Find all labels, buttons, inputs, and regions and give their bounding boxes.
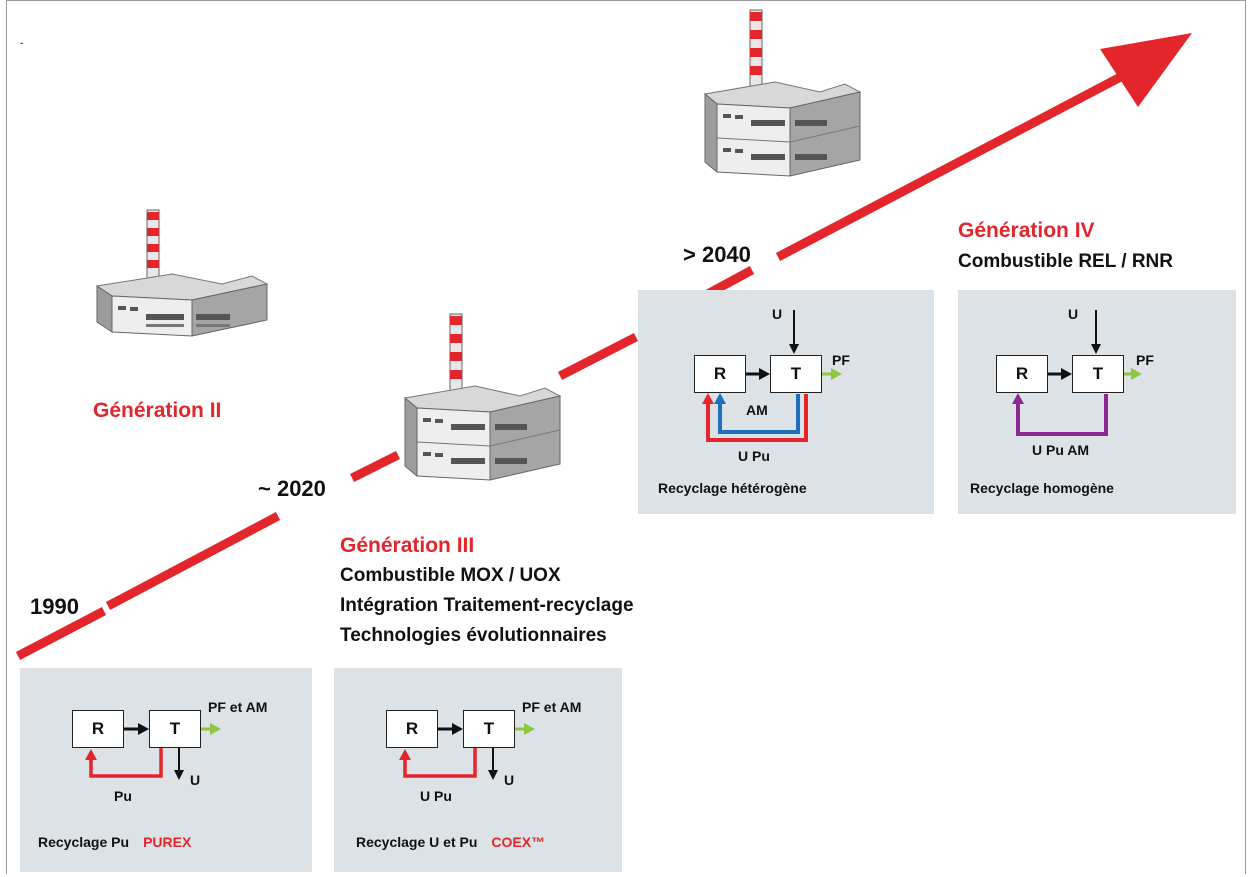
year-2020: ~ 2020 xyxy=(258,476,326,501)
year-2040: > 2040 xyxy=(683,242,751,267)
factory-icon xyxy=(704,9,861,177)
panel-caption: Recyclage U et Pu COEX™ xyxy=(356,834,545,850)
factory-icon xyxy=(404,313,561,481)
diagram-frame xyxy=(6,0,1246,874)
panel-caption: Recyclage Pu PUREX xyxy=(38,834,191,850)
generation-3-line-2: Intégration Traitement-recyclage xyxy=(340,595,634,616)
panel-caption: Recyclage homogène xyxy=(970,480,1114,496)
panel-homogeneous: R T U PF U Pu AM Recyclage homogène xyxy=(958,290,1236,514)
caption-tag: PUREX xyxy=(143,834,192,850)
panel-heterogeneous: R T U PF AM U Pu Recyclage hétérogène xyxy=(638,290,934,514)
panel-caption: Recyclage hétérogène xyxy=(658,480,807,496)
caption-text: Recyclage Pu xyxy=(38,834,130,850)
year-1990: 1990 xyxy=(30,594,79,619)
box-t: T xyxy=(463,710,515,748)
factory-icon xyxy=(96,209,268,337)
inner-loop-label: AM xyxy=(746,402,768,418)
input-label: U xyxy=(1068,306,1079,322)
generation-3-line-3: Technologies évolutionnaires xyxy=(340,625,607,646)
down-label: U xyxy=(504,772,515,788)
panel-homo-arrows xyxy=(1012,310,1142,436)
box-t: T xyxy=(770,355,822,393)
output-label: PF xyxy=(1136,352,1154,368)
output-label: PF et AM xyxy=(522,699,582,715)
caption-text: Recyclage U et Pu xyxy=(356,834,478,850)
generation-3-line-1: Combustible MOX / UOX xyxy=(340,565,561,586)
panel-hetero-arrows xyxy=(702,310,842,442)
caption-tag: COEX™ xyxy=(491,834,546,850)
loop-label: Pu xyxy=(114,788,132,804)
output-label: PF et AM xyxy=(208,699,268,715)
generation-4-title: Génération IV xyxy=(958,219,1095,242)
caption-text: Recyclage hétérogène xyxy=(658,480,807,496)
generation-3-title: Génération III xyxy=(340,534,475,557)
caption-text: Recyclage homogène xyxy=(970,480,1114,496)
box-r: R xyxy=(72,710,124,748)
generation-2-title: Génération II xyxy=(93,399,222,422)
loop-label: U Pu xyxy=(420,788,452,804)
output-label: PF xyxy=(832,352,850,368)
panel-coex-arrows xyxy=(399,723,535,780)
down-label: U xyxy=(190,772,201,788)
box-r: R xyxy=(694,355,746,393)
panel-coex: R T PF et AM U U Pu Recyclage U et Pu COE… xyxy=(334,668,622,872)
timeline-arrowhead xyxy=(1100,33,1192,107)
box-t: T xyxy=(149,710,201,748)
box-r: R xyxy=(386,710,438,748)
loop-label: U Pu AM xyxy=(1032,442,1090,458)
panel-purex-arrows xyxy=(85,723,221,780)
box-t: T xyxy=(1072,355,1124,393)
box-r: R xyxy=(996,355,1048,393)
corner-mark: - xyxy=(20,38,24,49)
input-label: U xyxy=(772,306,783,322)
loop-label: U Pu xyxy=(738,448,770,464)
generation-4-line-1: Combustible REL / RNR xyxy=(958,251,1173,272)
panel-purex: R T PF et AM U Pu Recyclage Pu PUREX xyxy=(20,668,312,872)
